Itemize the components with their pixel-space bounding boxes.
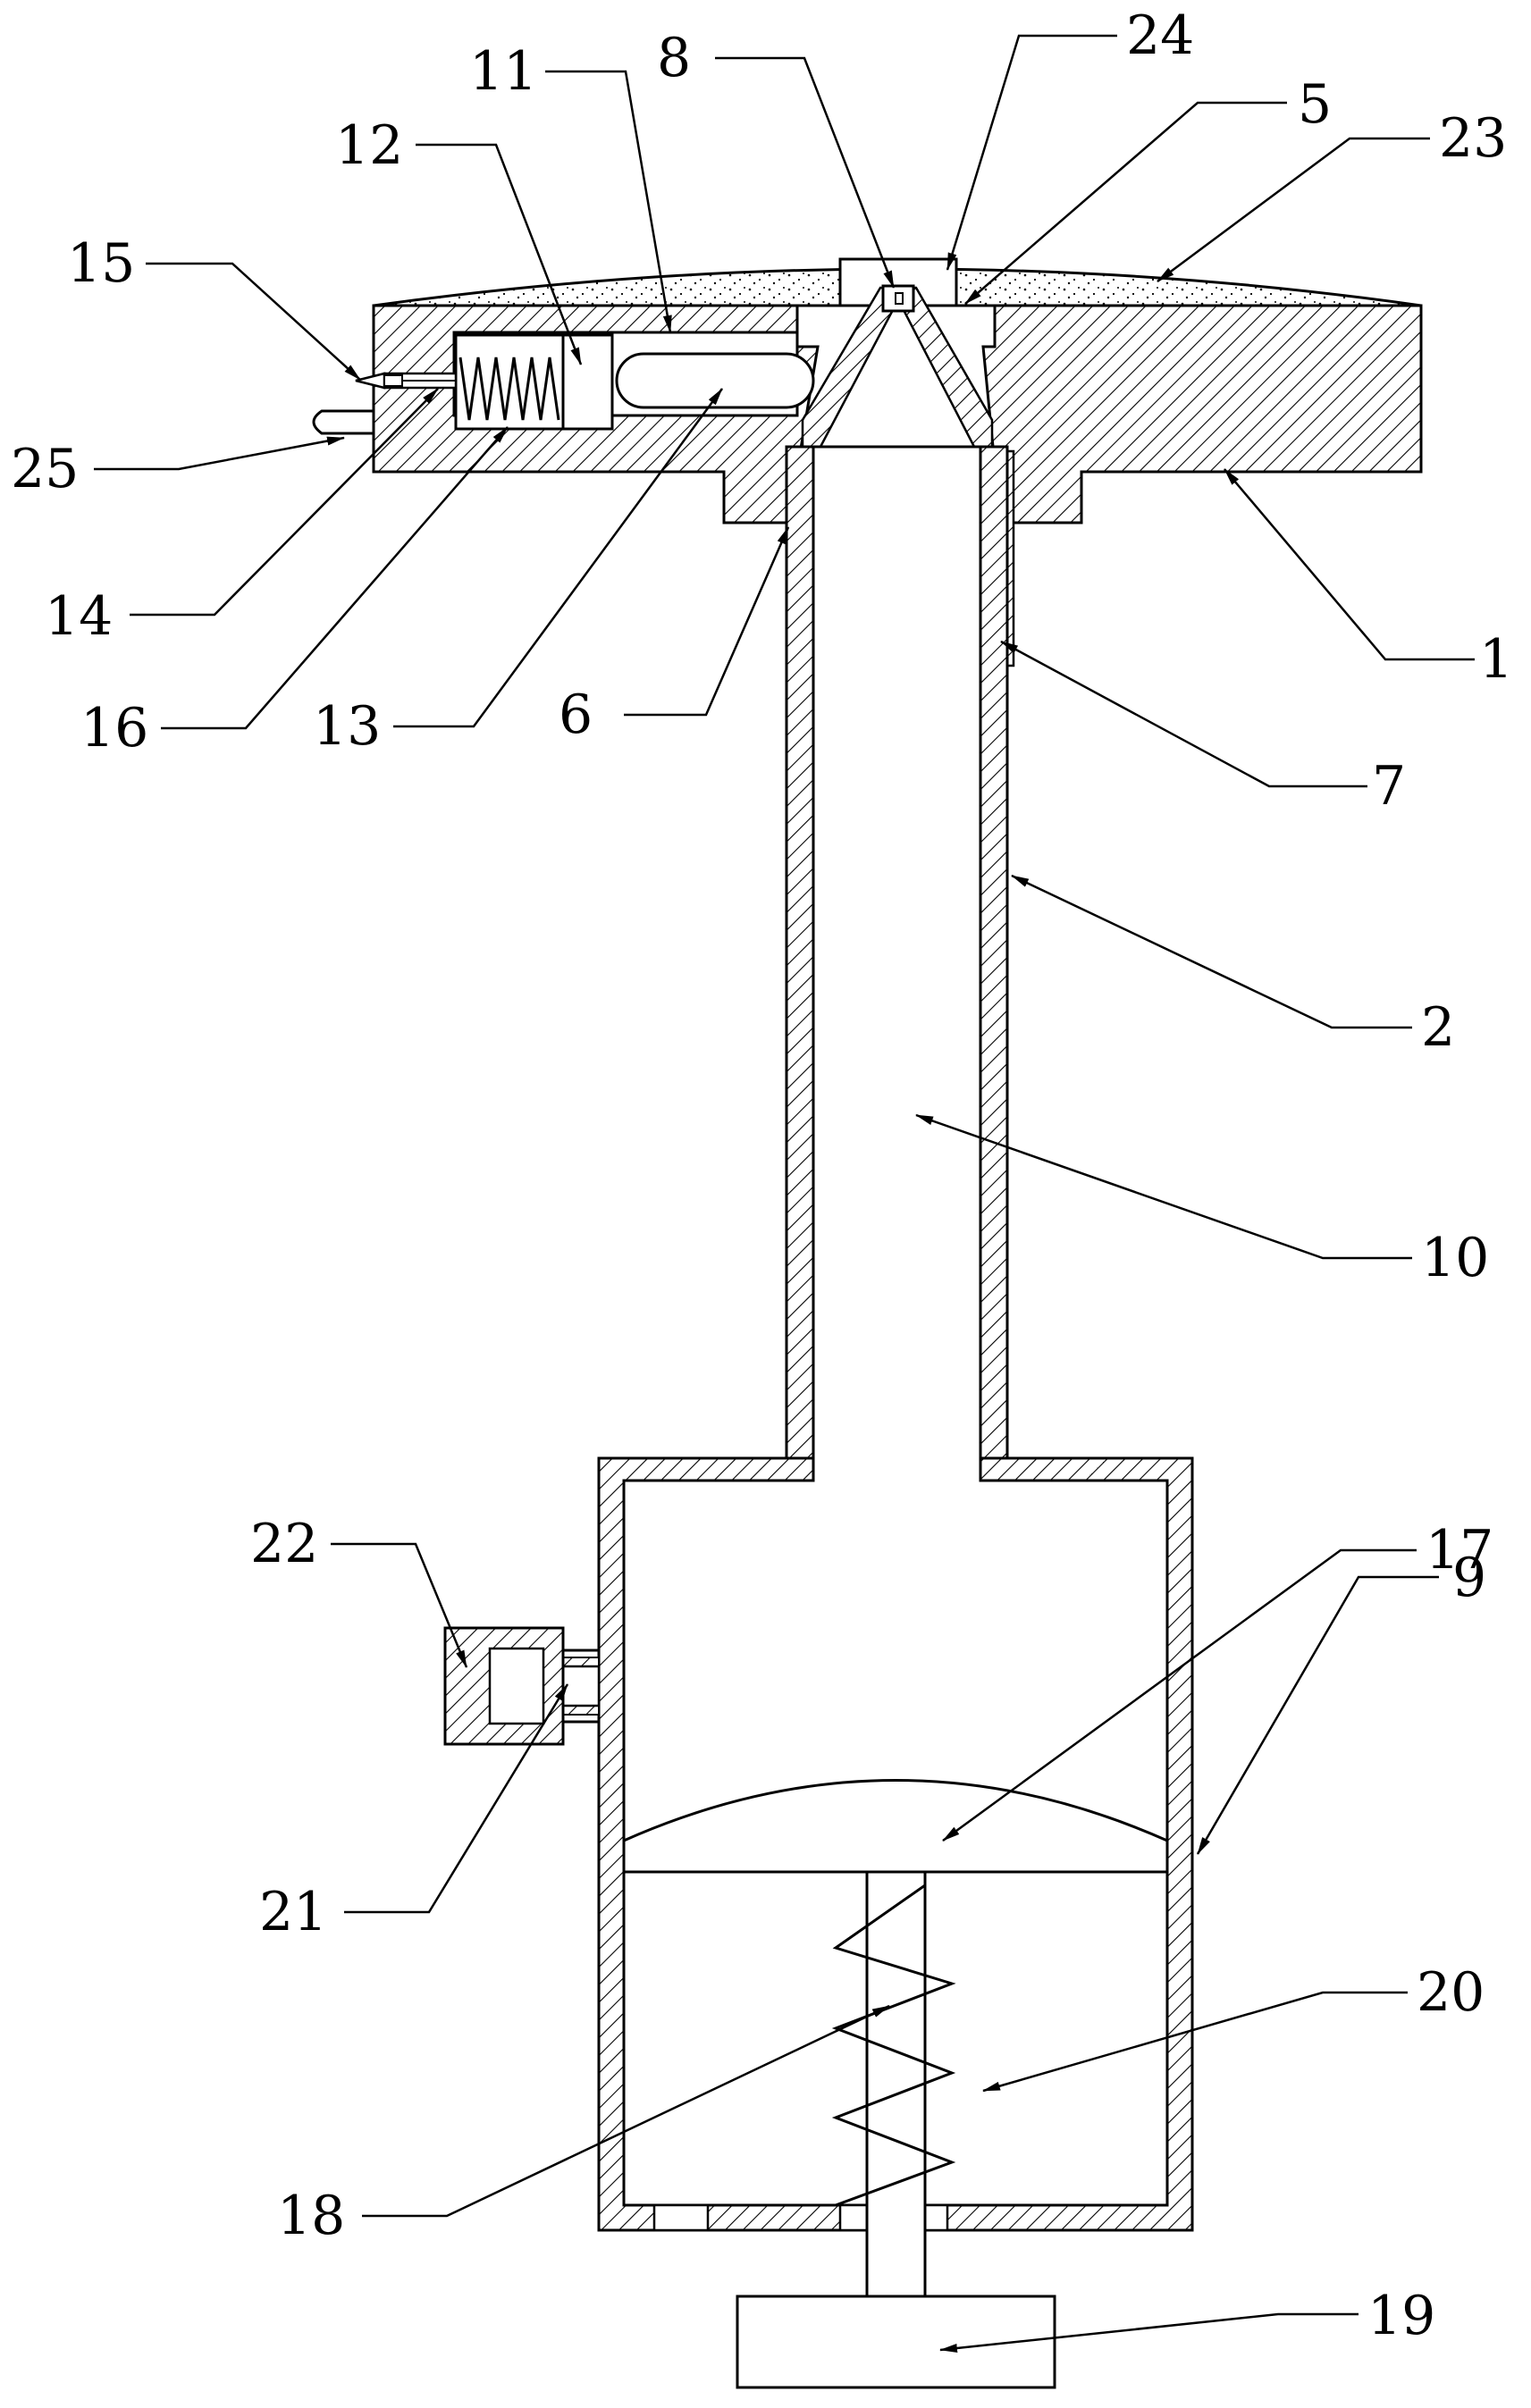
label-10: 10 — [1421, 1227, 1489, 1289]
label-25: 25 — [11, 438, 79, 500]
label-21: 21 — [259, 1881, 327, 1943]
label-12: 12 — [335, 114, 403, 177]
label-11: 11 — [469, 40, 537, 103]
label-24: 24 — [1126, 4, 1194, 67]
label-14: 14 — [45, 585, 113, 648]
label-16: 16 — [80, 697, 148, 759]
label-19: 19 — [1367, 2285, 1435, 2347]
rod-and-spring — [831, 1870, 956, 2298]
label-9: 9 — [1452, 1547, 1486, 1609]
label-20: 20 — [1417, 1961, 1485, 2024]
center-funnel — [801, 284, 994, 449]
label-7: 7 — [1372, 755, 1406, 818]
label-6: 6 — [559, 684, 593, 746]
diaphragm-plate — [623, 1779, 1168, 1874]
label-5: 5 — [1298, 73, 1332, 136]
label-1: 1 — [1479, 628, 1513, 691]
leader-lines — [94, 34, 1475, 2353]
side-port — [443, 1626, 601, 1746]
label-18: 18 — [277, 2185, 345, 2247]
reference-numerals: 1 2 5 6 7 8 9 10 11 12 13 14 15 16 17 18… — [11, 4, 1513, 2347]
foot-base — [736, 2295, 1056, 2389]
label-13: 13 — [313, 695, 381, 758]
label-2: 2 — [1421, 996, 1455, 1059]
vertical-tube — [785, 445, 1009, 1482]
label-23: 23 — [1439, 107, 1507, 170]
label-8: 8 — [657, 27, 691, 89]
label-22: 22 — [250, 1513, 318, 1575]
side-tube — [312, 409, 374, 435]
spring-20 — [831, 1884, 956, 2207]
spring-16 — [458, 357, 560, 421]
label-17: 17 — [1426, 1519, 1493, 1582]
label-15: 15 — [67, 232, 135, 295]
